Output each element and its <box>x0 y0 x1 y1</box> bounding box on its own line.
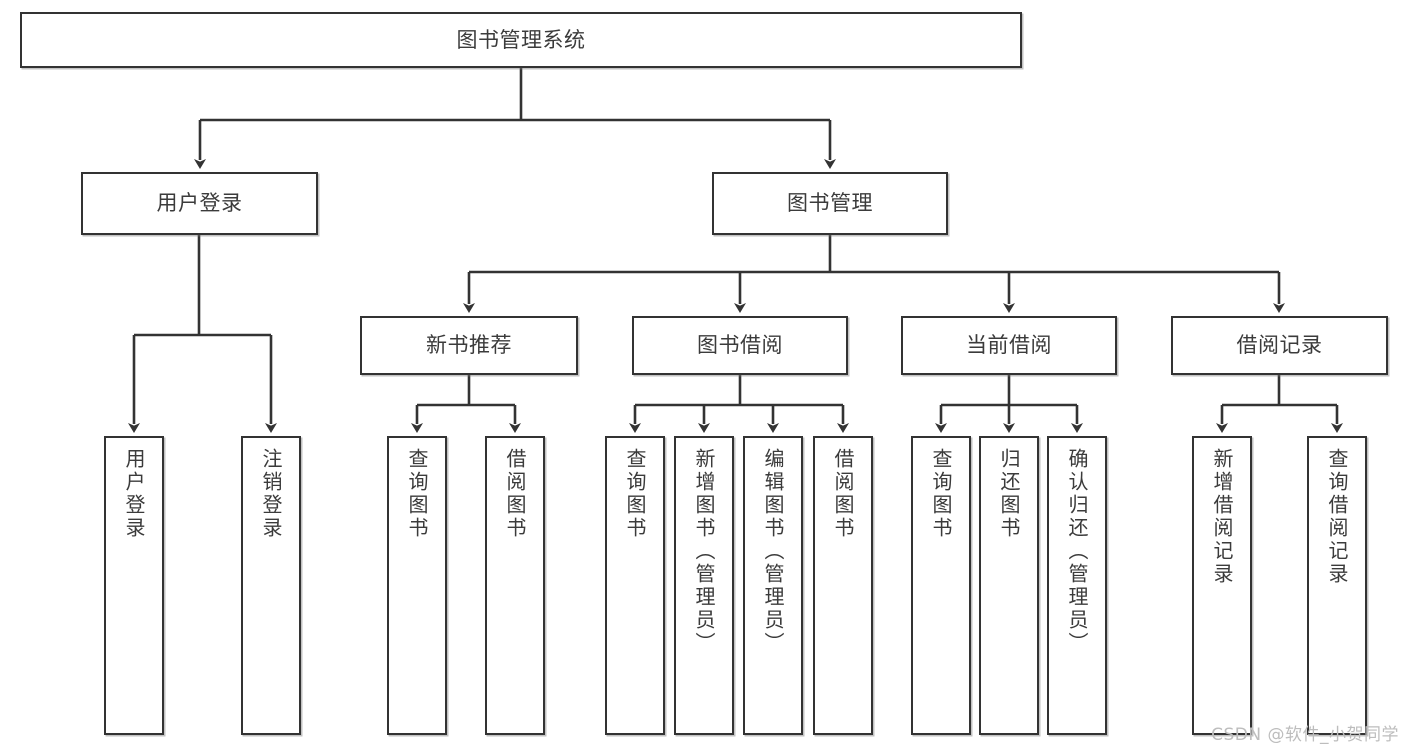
leaf-borrow-record-1-label: 新增借阅记录 <box>1210 448 1234 586</box>
node-current-borrow[interactable]: 当前借阅 <box>901 316 1117 375</box>
leaf-new-book-2-label: 借阅图书 <box>503 448 527 540</box>
watermark-text: CSDN @软件_小贺同学 <box>1211 725 1399 745</box>
node-borrow-record-label: 借阅记录 <box>1236 333 1323 358</box>
leaf-book-borrow-4[interactable]: 借阅图书 <box>813 436 873 735</box>
leaf-new-book-1[interactable]: 查询图书 <box>387 436 447 735</box>
node-book-borrow-label: 图书借阅 <box>697 333 783 358</box>
leaf-book-borrow-2[interactable]: 新增图书（管理员） <box>674 436 734 735</box>
leaf-user-login-2-label: 注销登录 <box>259 448 283 540</box>
leaf-book-borrow-4-label: 借阅图书 <box>831 448 855 540</box>
leaf-book-borrow-2-label: 新增图书（管理员） <box>692 448 716 655</box>
node-current-borrow-label: 当前借阅 <box>966 333 1052 358</box>
node-user-login[interactable]: 用户登录 <box>81 172 318 235</box>
leaf-book-borrow-1[interactable]: 查询图书 <box>605 436 665 735</box>
node-root-label: 图书管理系统 <box>456 27 586 52</box>
node-root[interactable]: 图书管理系统 <box>20 12 1022 68</box>
leaf-borrow-record-1[interactable]: 新增借阅记录 <box>1192 436 1252 735</box>
leaf-current-borrow-2[interactable]: 归还图书 <box>979 436 1039 735</box>
leaf-current-borrow-1-label: 查询图书 <box>929 448 953 540</box>
node-new-book-recommend-label: 新书推荐 <box>426 333 512 358</box>
leaf-borrow-record-2-label: 查询借阅记录 <box>1325 448 1349 586</box>
leaf-new-book-2[interactable]: 借阅图书 <box>485 436 545 735</box>
leaf-current-borrow-2-label: 归还图书 <box>997 448 1021 540</box>
leaf-book-borrow-3[interactable]: 编辑图书（管理员） <box>743 436 803 735</box>
leaf-book-borrow-3-label: 编辑图书（管理员） <box>761 448 785 655</box>
node-book-management-label: 图书管理 <box>787 191 873 216</box>
leaf-book-borrow-1-label: 查询图书 <box>623 448 647 540</box>
leaf-current-borrow-3-label: 确认归还（管理员） <box>1065 448 1089 655</box>
leaf-user-login-2[interactable]: 注销登录 <box>241 436 301 735</box>
node-new-book-recommend[interactable]: 新书推荐 <box>360 316 578 375</box>
node-borrow-record[interactable]: 借阅记录 <box>1171 316 1388 375</box>
leaf-current-borrow-1[interactable]: 查询图书 <box>911 436 971 735</box>
node-user-login-label: 用户登录 <box>156 191 243 216</box>
leaf-new-book-1-label: 查询图书 <box>405 448 429 540</box>
node-book-management[interactable]: 图书管理 <box>712 172 948 235</box>
node-book-borrow[interactable]: 图书借阅 <box>632 316 848 375</box>
leaf-user-login-1-label: 用户登录 <box>122 448 146 540</box>
leaf-current-borrow-3[interactable]: 确认归还（管理员） <box>1047 436 1107 735</box>
leaf-borrow-record-2[interactable]: 查询借阅记录 <box>1307 436 1367 735</box>
leaf-user-login-1[interactable]: 用户登录 <box>104 436 164 735</box>
